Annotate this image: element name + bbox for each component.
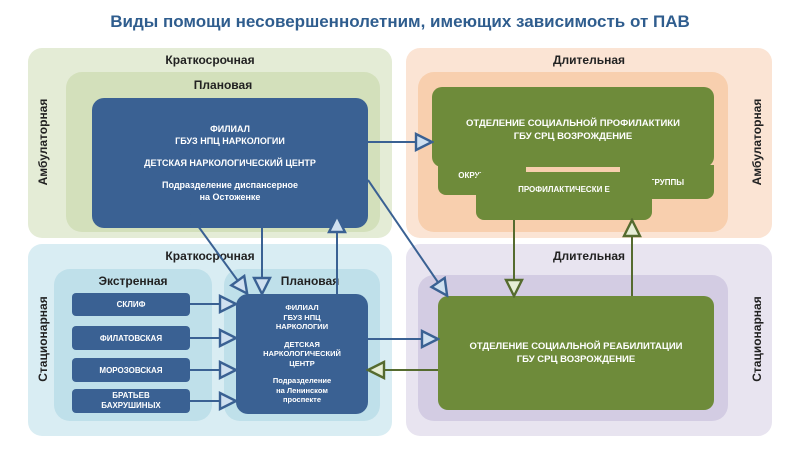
label-short-term: Краткосрочная bbox=[165, 53, 255, 67]
text: ОТДЕЛЕНИЕ СОЦИАЛЬНОЙ РЕАБИЛИТАЦИИ bbox=[469, 341, 683, 352]
text: ГБУЗ НПЦ bbox=[283, 312, 321, 322]
label-long-term: Длительная bbox=[552, 53, 626, 67]
text: ГРУППЫ bbox=[649, 178, 685, 187]
box-social-prevention: ОТДЕЛЕНИЕ СОЦИАЛЬНОЙ ПРОФИЛАКТИКИ ГБУ СР… bbox=[432, 87, 714, 167]
box-social-rehab: ОТДЕЛЕНИЕ СОЦИАЛЬНОЙ РЕАБИЛИТАЦИИ ГБУ СР… bbox=[438, 296, 714, 410]
text: Подразделение bbox=[272, 376, 332, 386]
box-morozovskaya: МОРОЗОВСКАЯ bbox=[72, 358, 190, 382]
arrow bbox=[189, 214, 246, 292]
text: ГБУЗ НПЦ НАРКОЛОГИИ bbox=[175, 136, 285, 146]
box-bakhrushiny: БРАТЬЕВ БАХРУШИНЫХ bbox=[72, 389, 190, 413]
text: ГБУ СРЦ ВОЗРОЖДЕНИЕ bbox=[513, 131, 633, 142]
box-filial-ostozhenka: ФИЛИАЛ ГБУЗ НПЦ НАРКОЛОГИИ ДЕТСКАЯ НАРКО… bbox=[92, 98, 368, 228]
text: ГБУ СРЦ ВОЗРОЖДЕНИЕ bbox=[516, 354, 636, 365]
text: на Ленинском bbox=[276, 385, 328, 395]
page-title: Виды помощи несовершеннолетним, имеющих … bbox=[110, 12, 690, 31]
label-short-term-2: Краткосрочная bbox=[165, 249, 255, 263]
box-filial-leninsky: ФИЛИАЛ ГБУЗ НПЦ НАРКОЛОГИИ ДЕТСКАЯ НАРКО… bbox=[236, 294, 368, 414]
text: НАРКОЛОГИИ bbox=[275, 322, 329, 332]
arrow bbox=[367, 179, 446, 294]
text: ЦЕНТР bbox=[289, 358, 315, 368]
text: ФИЛИАЛ bbox=[210, 124, 250, 134]
label-planned-2: Плановая bbox=[280, 274, 340, 288]
text: ОТДЕЛЕНИЕ СОЦИАЛЬНОЙ ПРОФИЛАКТИКИ bbox=[466, 118, 680, 129]
text: НАРКОЛОГИЧЕСКИЙ bbox=[263, 349, 341, 359]
text: ДЕТСКАЯ bbox=[284, 339, 320, 349]
label-planned: Плановая bbox=[193, 78, 253, 92]
box-filatovskaya: ФИЛАТОВСКАЯ bbox=[72, 326, 190, 350]
sub-box-preventive: ПРОФИЛАКТИЧЕСКИ Е bbox=[476, 172, 652, 220]
text: ПРОФИЛАКТИЧЕСКИ Е bbox=[518, 185, 610, 194]
text: на Остоженке bbox=[199, 192, 261, 202]
box-sklif: СКЛИФ bbox=[72, 293, 190, 316]
label-long-term-2: Длительная bbox=[552, 249, 626, 263]
label-emergency: Экстренная bbox=[98, 274, 168, 288]
text: Подразделение диспансерное bbox=[161, 180, 299, 190]
text: проспекте bbox=[282, 395, 322, 405]
text: ФИЛИАЛ bbox=[285, 303, 319, 313]
text: ДЕТСКАЯ НАРКОЛОГИЧЕСКИЙ ЦЕНТР bbox=[144, 158, 316, 168]
